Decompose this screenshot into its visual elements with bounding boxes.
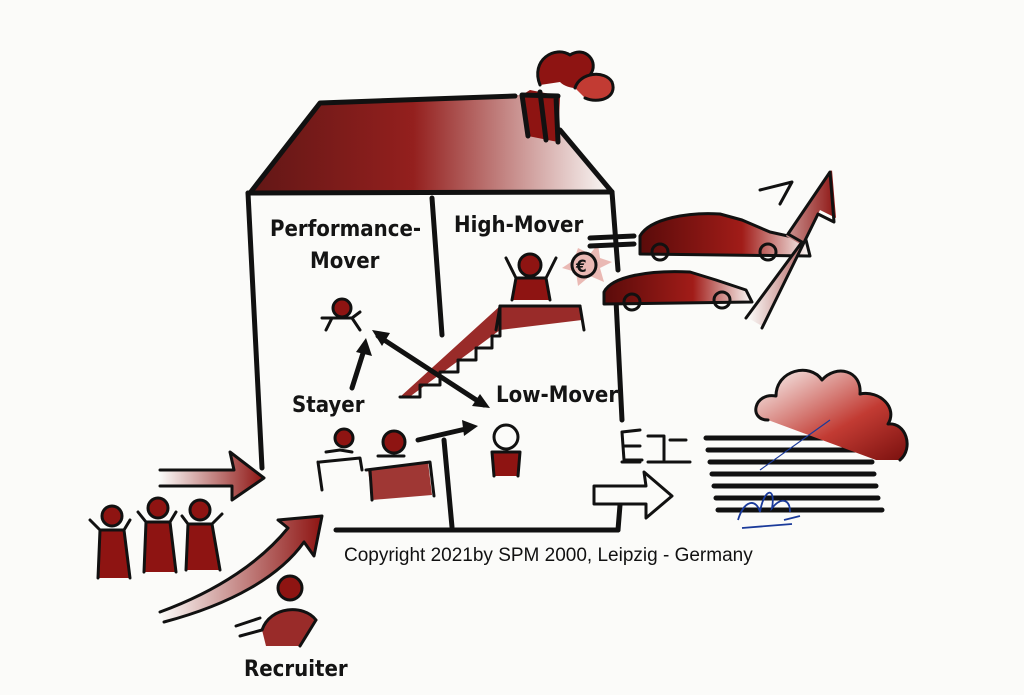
smoke-icon (536, 50, 615, 102)
svg-text:€: € (575, 257, 587, 277)
svg-text:Performance-: Performance- (270, 217, 421, 242)
incoming-arrow-icon (158, 450, 266, 502)
low-mover-person-icon (490, 423, 522, 478)
signature (737, 419, 831, 529)
stayer-desk-icon (316, 427, 436, 502)
house-roof (245, 93, 615, 196)
exit-label-scribble (620, 428, 692, 464)
exit-arrow-icon (592, 470, 674, 520)
label-high-mover: High-Mover (454, 213, 583, 238)
label-performance-mover: Performance- Mover (270, 217, 421, 274)
recruiter-arrow-icon (158, 514, 324, 624)
label-stayer: Stayer (292, 393, 365, 418)
svg-text:Mover: Mover (310, 249, 380, 274)
staircase (398, 304, 586, 399)
car-icon (602, 270, 754, 312)
house-walls (245, 189, 625, 533)
recruiter-person-icon (234, 574, 318, 648)
chimney (519, 89, 561, 145)
arrow-stayer-to-performance (349, 338, 372, 391)
performance-mover-person-icon (320, 297, 362, 332)
label-low-mover: Low-Mover (496, 383, 618, 408)
equals-sign (587, 233, 637, 249)
arrow-performance-lowmover (372, 330, 490, 408)
euro-coin-icon: € (562, 244, 612, 286)
candidates-group-icon (88, 496, 224, 580)
arrow-stayer-to-lowmover (415, 420, 478, 443)
high-mover-person-icon (504, 252, 558, 302)
car-icon (638, 212, 812, 262)
cloud-icon (754, 368, 909, 462)
label-recruiter: Recruiter (244, 657, 348, 682)
growth-arrow-icon (744, 170, 836, 330)
copyright-notice: Copyright 2021by SPM 2000, Leipzig - Ger… (344, 545, 753, 566)
